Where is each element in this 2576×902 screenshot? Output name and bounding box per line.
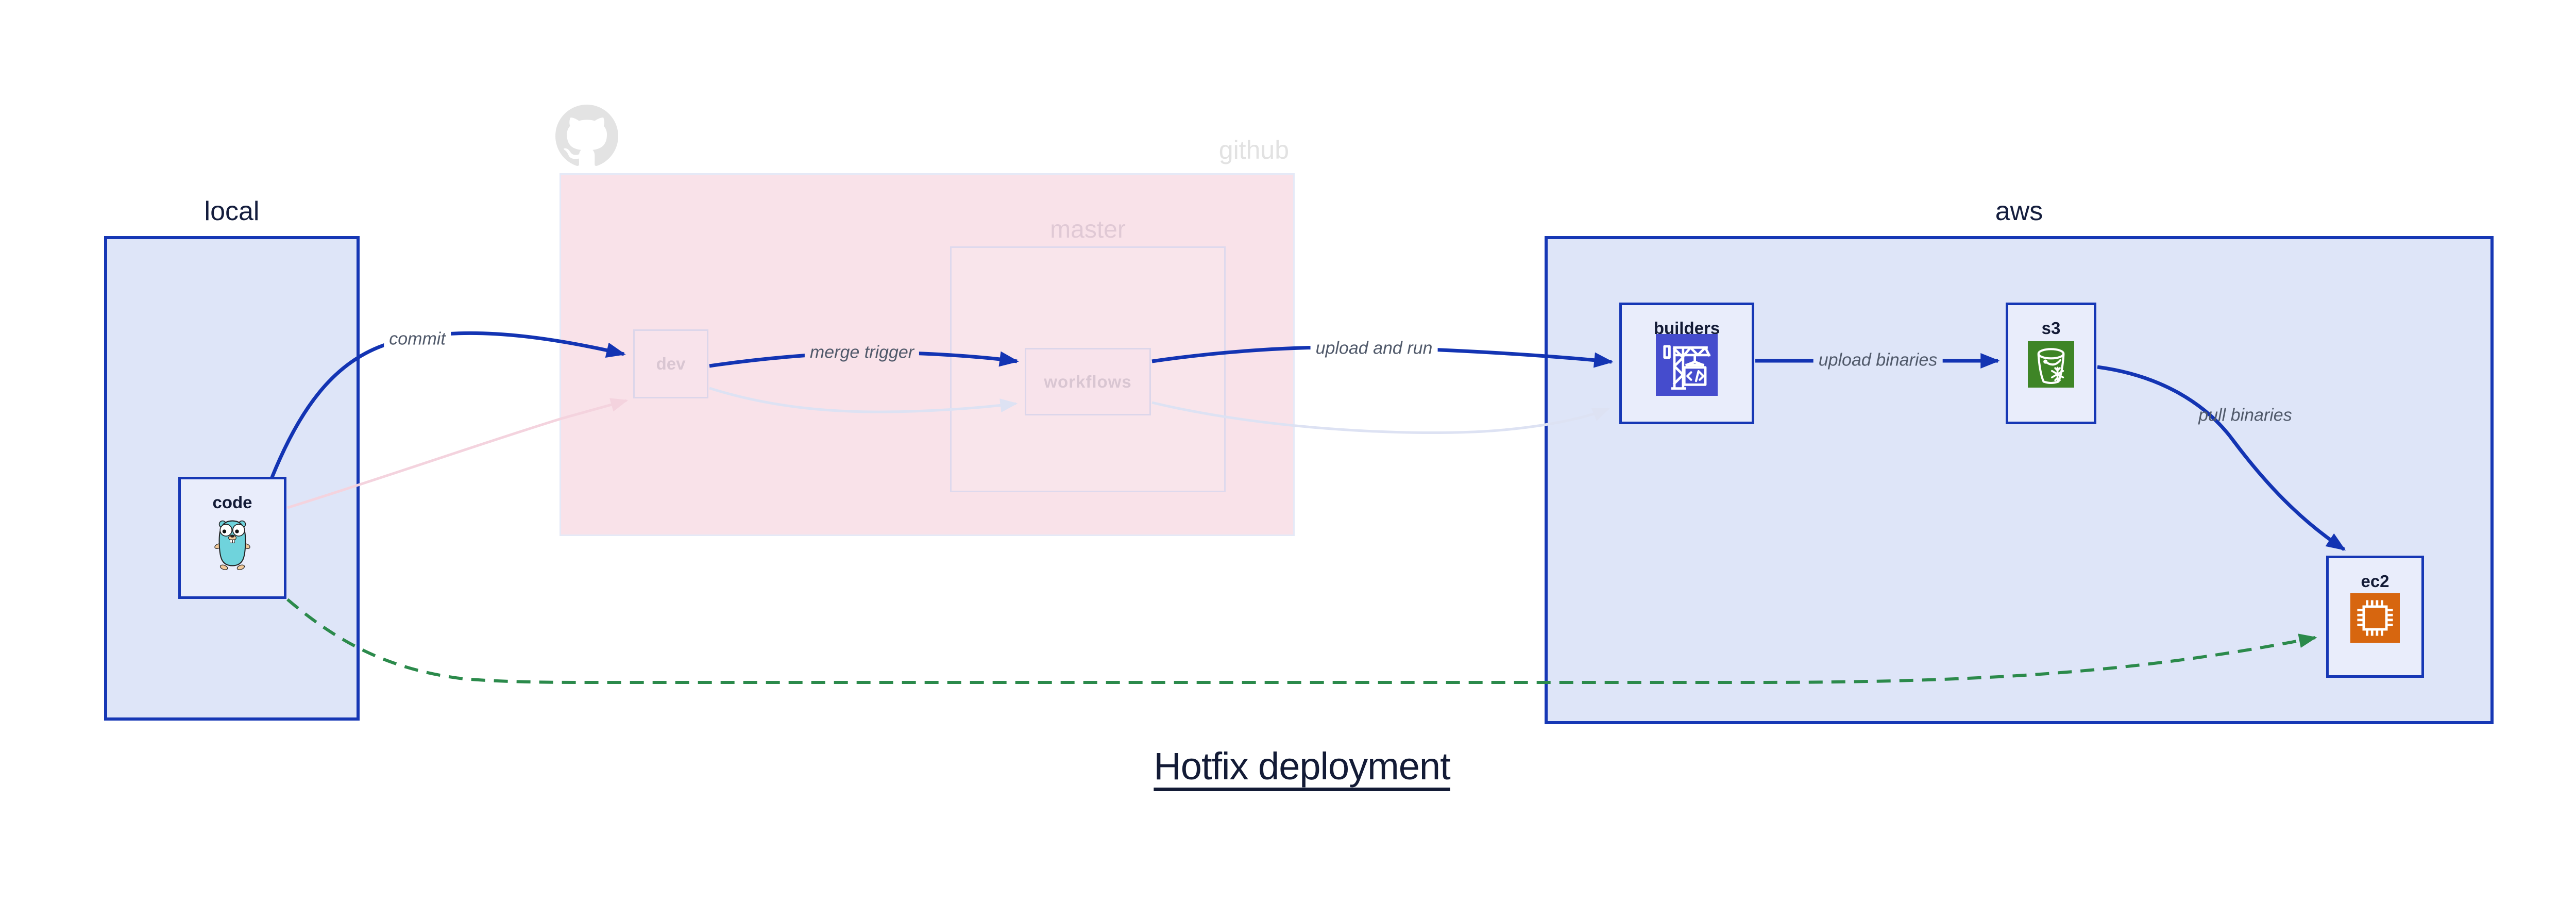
s3-node-label: s3: [2041, 319, 2061, 338]
edge-faded-workflows-to-builders: [1151, 401, 1611, 435]
edge-hotfix-direct-deploy: [286, 598, 2317, 684]
edge-pull-binaries: [2097, 365, 2346, 551]
edge-label-pull-binaries: pull binaries: [2198, 405, 2292, 425]
node-code: code: [178, 477, 286, 599]
aws-group-label: aws: [1995, 196, 2043, 226]
edge-faded-code-to-dev: [287, 398, 629, 509]
code-node-label: code: [212, 493, 252, 512]
dev-node-label: dev: [656, 354, 686, 373]
codebuild-crane-icon: [1656, 334, 1718, 398]
local-group-label: local: [204, 196, 260, 226]
edge-label-merge-trigger: merge trigger: [804, 341, 920, 364]
master-group-label: master: [1050, 216, 1126, 243]
go-gopher-icon: [211, 515, 253, 574]
node-workflows: workflows: [1025, 348, 1151, 415]
github-group-label: github: [1218, 136, 1289, 164]
node-dev: dev: [633, 329, 708, 398]
edge-faded-dev-to-workflows: [709, 387, 1018, 413]
node-builders: builders: [1619, 303, 1754, 424]
edge-label-upload-binaries: upload binaries: [1813, 349, 1943, 372]
diagram-title: Hotfix deployment: [1154, 745, 1450, 788]
s3-glacier-bucket-icon: [2028, 341, 2074, 390]
workflows-node-label: workflows: [1044, 372, 1132, 391]
ec2-node-label: ec2: [2361, 572, 2389, 591]
github-octocat-icon: [555, 105, 618, 168]
ec2-chip-icon: [2350, 593, 2400, 645]
node-ec2: ec2: [2326, 556, 2424, 678]
edge-label-upload-and-run: upload and run: [1310, 337, 1438, 360]
edge-label-commit: commit: [384, 328, 451, 350]
node-s3: s3: [2006, 303, 2096, 424]
